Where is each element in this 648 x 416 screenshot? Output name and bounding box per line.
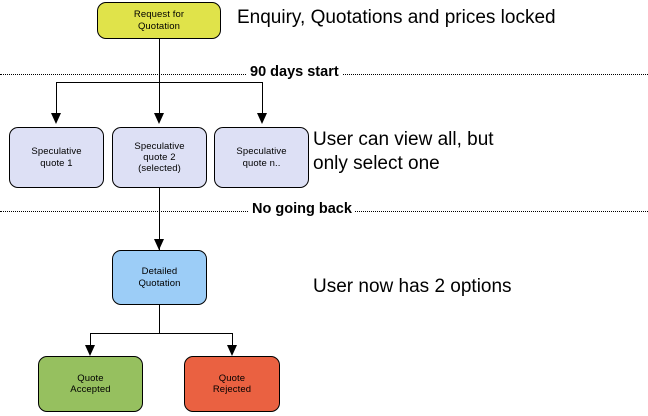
connector-detailed-stem <box>159 305 160 333</box>
connector-leg-speculative-n <box>262 82 263 115</box>
annotation-user-has-2-options: User now has 2 options <box>313 276 512 297</box>
arrowhead-speculative-1 <box>51 113 61 124</box>
phase-separator-label-no-going-back: No going back <box>249 202 355 217</box>
connector-outcome-bus <box>90 333 232 334</box>
arrowhead-detailed-quotation <box>154 239 164 250</box>
node-detailed-quotation[interactable]: Detailed Quotation <box>112 250 207 305</box>
arrowhead-quote-accepted <box>85 345 95 356</box>
arrowhead-quote-rejected <box>227 345 237 356</box>
node-request-for-quotation[interactable]: Request for Quotation <box>97 2 221 39</box>
connector-speculative-2-to-detailed <box>159 188 160 250</box>
connector-leg-speculative-1 <box>56 82 57 115</box>
connector-leg-quote-rejected <box>232 333 233 352</box>
arrowhead-speculative-2 <box>154 113 164 124</box>
connector-leg-quote-accepted <box>90 333 91 352</box>
phase-separator-label-90-days: 90 days start <box>247 65 342 80</box>
node-quote-rejected[interactable]: Quote Rejected <box>184 356 280 412</box>
node-speculative-quote-n[interactable]: Speculative quote n.. <box>214 127 309 188</box>
node-speculative-quote-1[interactable]: Speculative quote 1 <box>9 127 104 188</box>
arrowhead-speculative-n <box>257 113 267 124</box>
node-speculative-quote-2-selected[interactable]: Speculative quote 2 (selected) <box>112 127 207 188</box>
annotation-user-can-view-all: User can view all, but only select one <box>313 129 494 174</box>
connector-leg-speculative-2 <box>159 82 160 115</box>
node-quote-accepted[interactable]: Quote Accepted <box>38 356 143 412</box>
connector-rfq-stem <box>159 39 160 82</box>
annotation-enquiry-prices-locked: Enquiry, Quotations and prices locked <box>237 7 556 28</box>
